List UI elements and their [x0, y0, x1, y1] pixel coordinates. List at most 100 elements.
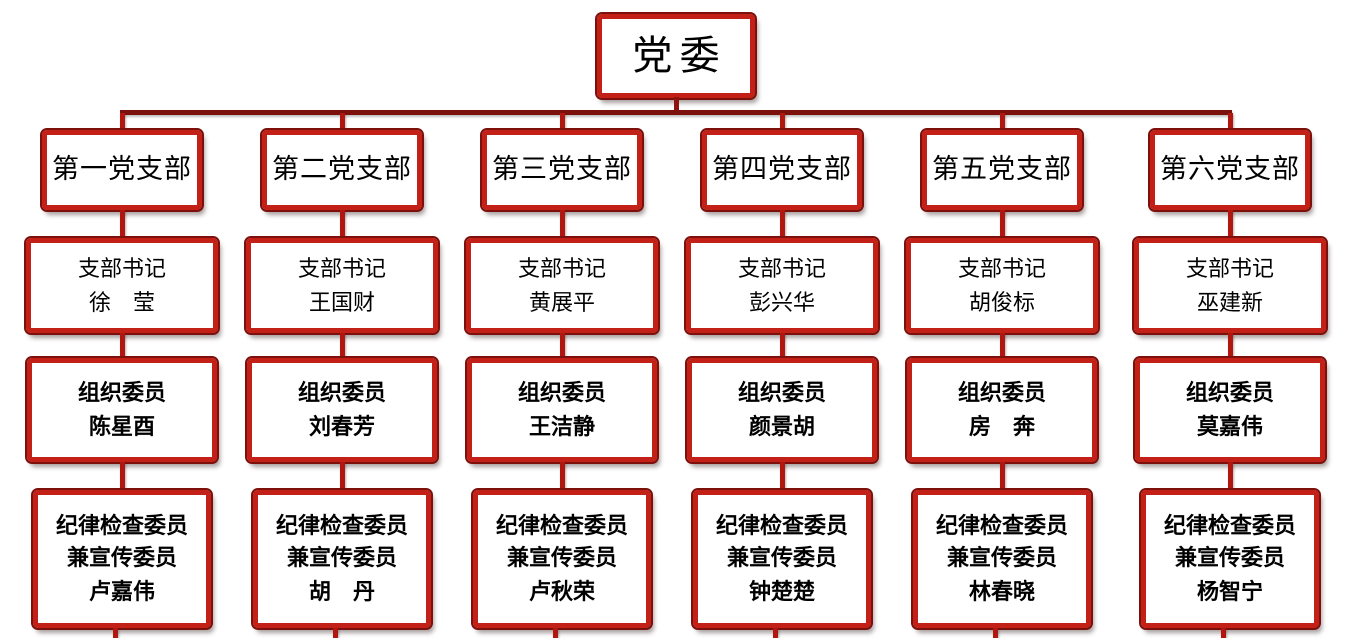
connector-top-stub — [999, 113, 1005, 130]
connector-vertical — [119, 462, 125, 490]
connector-horizontal-line — [120, 110, 1232, 115]
connector-top-stub — [1227, 113, 1233, 130]
branch-column-3: 第三党支部 支部书记 黄展平 组织委员 王洁静 纪律检查委员 兼宣传委员 卢秋荣 — [462, 113, 662, 638]
connector-vertical — [119, 333, 125, 358]
secretary-name: 徐 莹 — [88, 289, 155, 315]
secretary-box-6: 支部书记 巫建新 — [1132, 236, 1328, 335]
connector-bottom-stub — [1220, 628, 1226, 638]
organizer-name: 陈星酉 — [88, 414, 155, 439]
connector-vertical — [779, 462, 785, 490]
branch-title: 第一党支部 — [52, 154, 192, 185]
connector-vertical — [779, 333, 785, 358]
connector-bottom-stub — [992, 628, 998, 638]
organizer-role: 组织委员 — [77, 380, 166, 406]
connector-root-stub — [674, 97, 679, 111]
connector-vertical — [119, 210, 125, 238]
discipline-name: 卢嘉伟 — [88, 578, 155, 604]
organizer-box-4: 组织委员 颜景胡 — [685, 356, 879, 464]
connector-top-stub — [119, 113, 125, 130]
connector-vertical — [999, 333, 1005, 358]
connector-vertical — [339, 462, 345, 490]
organizer-role: 组织委员 — [737, 380, 826, 406]
discipline-role: 纪律检查委员 兼宣传委员 — [1163, 513, 1296, 571]
secretary-role: 支部书记 — [737, 255, 826, 281]
branch-title-box-5: 第五党支部 — [920, 128, 1084, 212]
branch-title: 第二党支部 — [272, 154, 412, 185]
branch-title: 第三党支部 — [492, 154, 632, 185]
connector-vertical — [559, 462, 565, 490]
discipline-role: 纪律检查委员 兼宣传委员 — [275, 513, 408, 571]
secretary-role: 支部书记 — [1185, 255, 1274, 281]
discipline-role: 纪律检查委员 兼宣传委员 — [55, 513, 188, 571]
secretary-box-5: 支部书记 胡俊标 — [904, 236, 1100, 335]
secretary-role: 支部书记 — [77, 255, 166, 281]
discipline-box-5: 纪律检查委员 兼宣传委员 林春晓 — [911, 488, 1093, 630]
secretary-role: 支部书记 — [297, 255, 386, 281]
branch-column-4: 第四党支部 支部书记 彭兴华 组织委员 颜景胡 纪律检查委员 兼宣传委员 钟楚楚 — [682, 113, 882, 638]
organizer-box-2: 组织委员 刘春芳 — [245, 356, 439, 464]
secretary-box-1: 支部书记 徐 莹 — [24, 236, 220, 335]
secretary-name: 黄展平 — [528, 289, 595, 315]
discipline-name: 胡 丹 — [308, 578, 375, 604]
discipline-box-6: 纪律检查委员 兼宣传委员 杨智宁 — [1139, 488, 1321, 630]
branch-title: 第四党支部 — [712, 154, 852, 185]
secretary-role: 支部书记 — [517, 255, 606, 281]
discipline-box-3: 纪律检查委员 兼宣传委员 卢秋荣 — [471, 488, 653, 630]
secretary-box-3: 支部书记 黄展平 — [464, 236, 660, 335]
discipline-name: 林春晓 — [968, 578, 1035, 604]
branch-column-2: 第二党支部 支部书记 王国财 组织委员 刘春芳 纪律检查委员 兼宣传委员 胡 丹 — [242, 113, 442, 638]
branch-column-1: 第一党支部 支部书记 徐 莹 组织委员 陈星酉 纪律检查委员 兼宣传委员 卢嘉伟 — [22, 113, 222, 638]
secretary-name: 胡俊标 — [968, 289, 1035, 315]
organizer-box-5: 组织委员 房 奔 — [905, 356, 1099, 464]
connector-vertical — [339, 210, 345, 238]
connector-vertical — [559, 333, 565, 358]
secretary-role: 支部书记 — [957, 255, 1046, 281]
branch-title-box-3: 第三党支部 — [480, 128, 644, 212]
connector-vertical — [559, 210, 565, 238]
root-box-party-committee: 党委 — [595, 12, 757, 100]
connector-bottom-stub — [112, 628, 118, 638]
organizer-role: 组织委员 — [1185, 380, 1274, 406]
connector-bottom-stub — [772, 628, 778, 638]
branch-title-box-6: 第六党支部 — [1148, 128, 1312, 212]
branch-title-box-1: 第一党支部 — [40, 128, 204, 212]
connector-vertical — [1227, 210, 1233, 238]
organizer-role: 组织委员 — [957, 380, 1046, 406]
connector-top-stub — [559, 113, 565, 130]
discipline-role: 纪律检查委员 兼宣传委员 — [715, 513, 848, 571]
discipline-name: 杨智宁 — [1196, 578, 1263, 604]
branch-title: 第六党支部 — [1160, 154, 1300, 185]
secretary-box-2: 支部书记 王国财 — [244, 236, 440, 335]
branch-title-box-2: 第二党支部 — [260, 128, 424, 212]
discipline-role: 纪律检查委员 兼宣传委员 — [495, 513, 628, 571]
branch-title-box-4: 第四党支部 — [700, 128, 864, 212]
organizer-box-6: 组织委员 莫嘉伟 — [1133, 356, 1327, 464]
root-title: 党委 — [632, 33, 727, 78]
discipline-name: 钟楚楚 — [748, 578, 815, 604]
branch-column-5: 第五党支部 支部书记 胡俊标 组织委员 房 奔 纪律检查委员 兼宣传委员 林春晓 — [902, 113, 1102, 638]
branch-column-6: 第六党支部 支部书记 巫建新 组织委员 莫嘉伟 纪律检查委员 兼宣传委员 杨智宁 — [1130, 113, 1330, 638]
organizer-name: 颜景胡 — [748, 414, 815, 439]
secretary-name: 彭兴华 — [748, 289, 815, 315]
connector-vertical — [999, 462, 1005, 490]
connector-bottom-stub — [332, 628, 338, 638]
organizer-box-3: 组织委员 王洁静 — [465, 356, 659, 464]
discipline-box-1: 纪律检查委员 兼宣传委员 卢嘉伟 — [31, 488, 213, 630]
secretary-name: 王国财 — [308, 289, 375, 315]
organizer-role: 组织委员 — [517, 380, 606, 406]
organizer-name: 房 奔 — [968, 414, 1035, 439]
discipline-role: 纪律检查委员 兼宣传委员 — [935, 513, 1068, 571]
connector-vertical — [339, 333, 345, 358]
organizer-box-1: 组织委员 陈星酉 — [25, 356, 219, 464]
organizer-name: 莫嘉伟 — [1196, 414, 1263, 439]
connector-vertical — [999, 210, 1005, 238]
connector-vertical — [779, 210, 785, 238]
discipline-name: 卢秋荣 — [528, 578, 595, 604]
organizer-role: 组织委员 — [297, 380, 386, 406]
connector-top-stub — [339, 113, 345, 130]
connector-vertical — [1227, 462, 1233, 490]
organizer-name: 刘春芳 — [308, 414, 375, 439]
connector-top-stub — [779, 113, 785, 130]
secretary-box-4: 支部书记 彭兴华 — [684, 236, 880, 335]
